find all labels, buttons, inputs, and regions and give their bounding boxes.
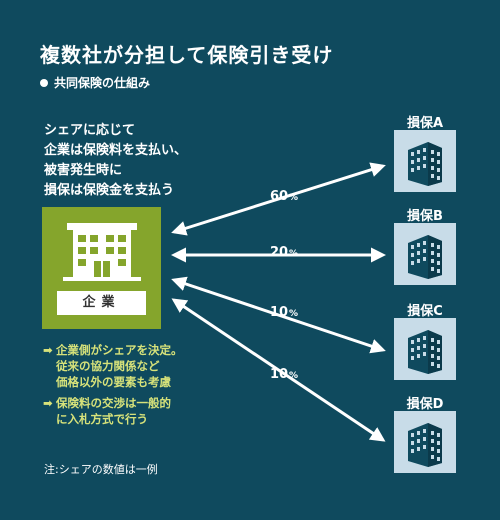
note-item: ➡ 企業側がシェアを決定。 従来の協力関係など 価格以外の要素も考慮 <box>43 342 183 390</box>
insurer-a-box <box>394 130 456 192</box>
explanation-line: 被害発生時に <box>44 163 123 178</box>
bullet-dot-icon <box>40 78 48 87</box>
company-label: 企業 <box>57 291 146 315</box>
page-title: 複数社が分担して保険引き受け <box>40 43 334 67</box>
subtitle: 共同保険の仕組み <box>40 74 150 91</box>
note-item: ➡ 保険料の交渉は一般的 に入札方式で行う <box>43 395 183 427</box>
footnote: 注:シェアの数値は一例 <box>44 463 158 476</box>
share-label-b: 20% <box>269 245 299 260</box>
notes: ➡ 企業側がシェアを決定。 従来の協力関係など 価格以外の要素も考慮 ➡ 保険料… <box>43 342 183 432</box>
note-line: 企業側がシェアを決定。 <box>56 343 183 357</box>
share-label-c: 10% <box>269 305 299 320</box>
arrow-right-icon: ➡ <box>43 396 53 410</box>
building-icon <box>408 423 442 467</box>
insurer-label-a: 損保A <box>406 116 444 131</box>
building-icon <box>408 235 442 279</box>
explanation-line: 損保は保険金を支払う <box>44 183 175 198</box>
explanation-line: 企業は保険料を支払い、 <box>44 143 188 158</box>
explanation-text: シェアに応じて 企業は保険料を支払い、 被害発生時に 損保は保険金を支払う <box>44 121 187 201</box>
arrow-d <box>171 298 386 442</box>
building-icon <box>408 142 442 186</box>
insurer-d-box <box>394 411 456 473</box>
explanation-line: シェアに応じて <box>44 123 136 138</box>
note-line: 価格以外の要素も考慮 <box>56 375 171 389</box>
insurer-b-box <box>394 223 456 285</box>
subtitle-text: 共同保険の仕組み <box>54 76 151 90</box>
share-label-d: 10% <box>269 367 299 382</box>
note-line: 保険料の交渉は一般的 <box>56 396 171 410</box>
insurer-c-box <box>394 318 456 380</box>
arrow-right-icon: ➡ <box>43 343 53 357</box>
arrow-a <box>171 162 386 236</box>
insurer-label-c: 損保C <box>407 304 443 319</box>
insurer-label-d: 損保D <box>406 397 444 412</box>
note-line: に入札方式で行う <box>56 412 148 426</box>
building-icon <box>408 330 442 374</box>
insurer-label-b: 損保B <box>407 209 443 224</box>
share-label-a: 60% <box>269 189 299 204</box>
company-box: 企業 <box>42 207 161 329</box>
office-building-icon <box>63 223 141 281</box>
note-line: 従来の協力関係など <box>56 359 160 373</box>
